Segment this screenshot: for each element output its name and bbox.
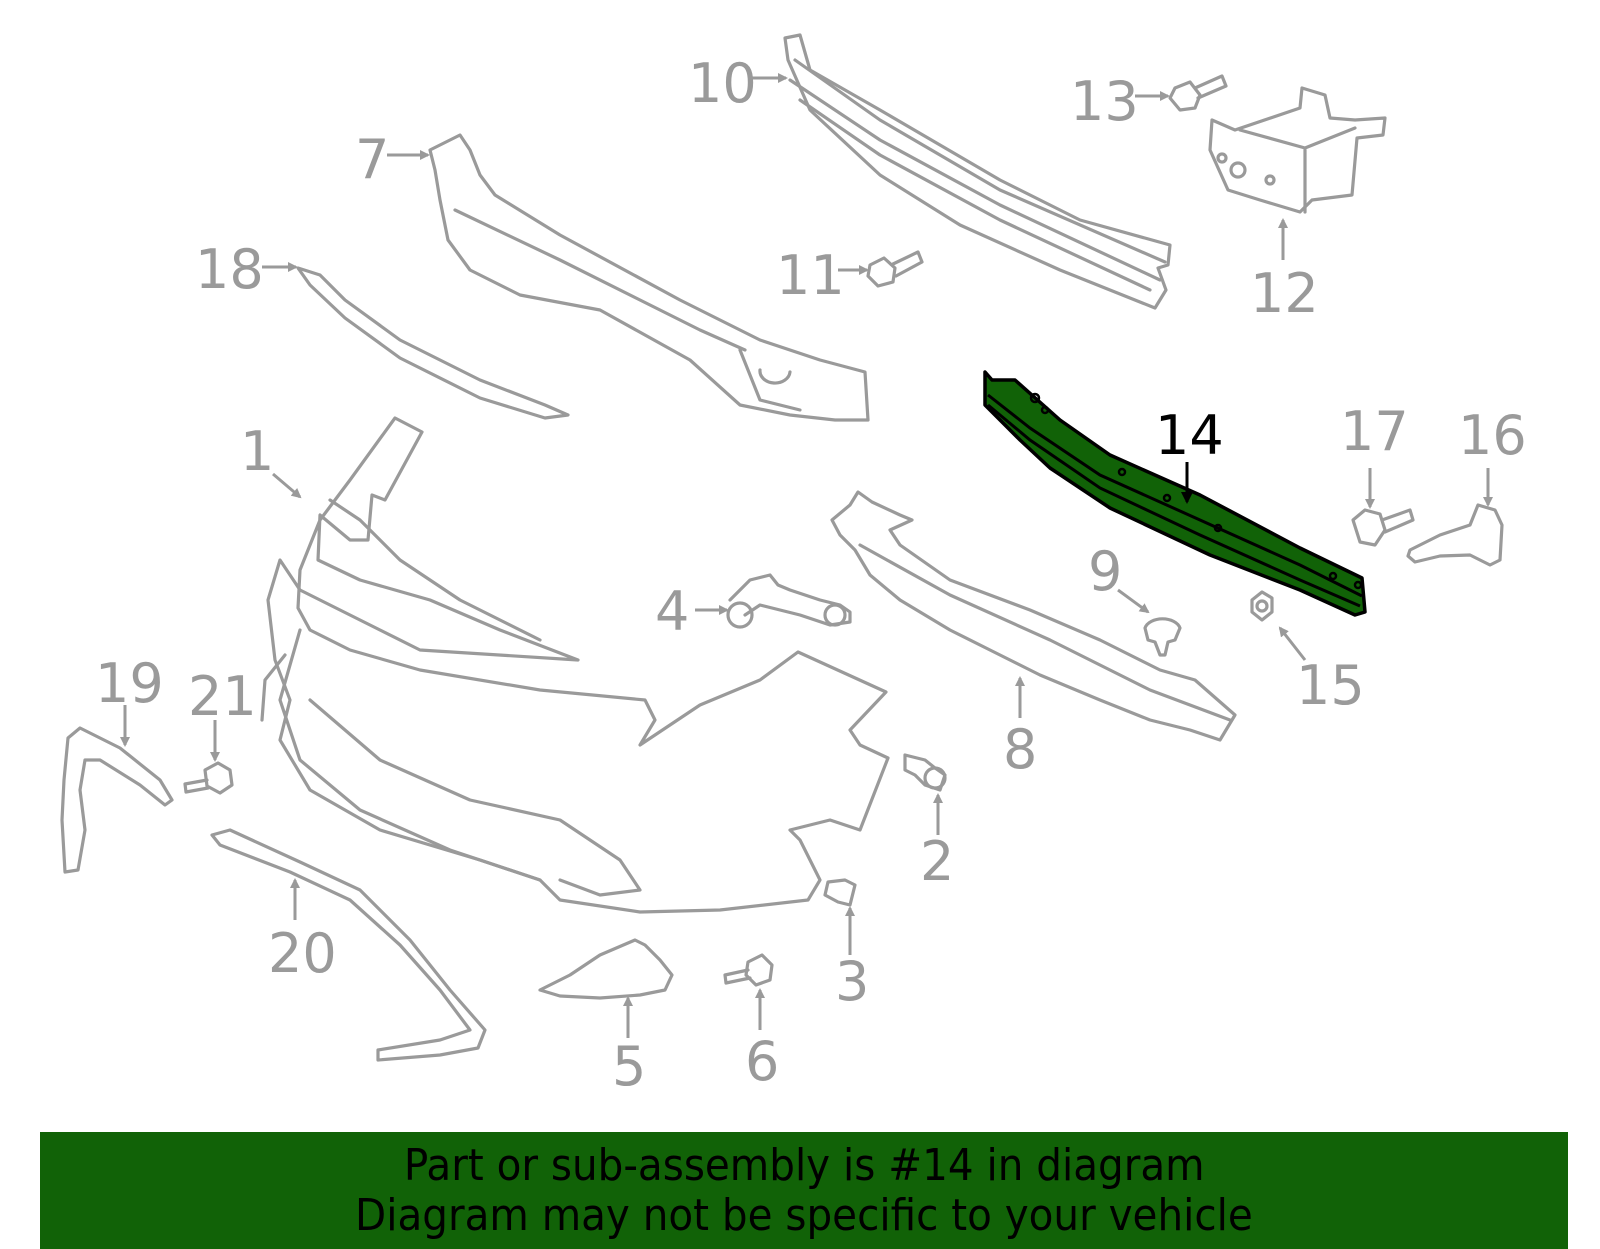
banner-line-part-number: Part or sub-assembly is #14 in diagram [403,1139,1205,1191]
part-9-push-clip [1143,617,1182,657]
part-19-side-bracket [60,726,174,874]
callout-5[interactable]: 5 [612,1035,646,1098]
part-4-sensor-bracket [726,573,852,629]
callout-labels: 1 2 3 4 5 6 7 8 9 10 11 12 13 14 15 16 1… [95,52,1527,1098]
callout-11[interactable]: 11 [776,244,845,307]
info-banner: Part or sub-assembly is #14 in diagram D… [40,1132,1568,1249]
callout-4[interactable]: 4 [655,580,689,643]
callout-15[interactable]: 15 [1296,654,1365,717]
callout-18[interactable]: 18 [195,238,264,301]
part-1-bumper-cover [260,416,890,914]
callout-12[interactable]: 12 [1250,262,1319,325]
callout-14-highlighted[interactable]: 14 [1155,404,1224,467]
part-10-bumper-reinforcement [783,33,1172,310]
part-11-bolt [866,250,924,288]
part-12-bracket [1208,86,1387,214]
part-7-energy-absorber [428,133,870,422]
callout-2[interactable]: 2 [920,830,954,893]
callout-17[interactable]: 17 [1340,400,1409,463]
callout-21[interactable]: 21 [188,665,257,728]
part-21-bolt [183,761,234,795]
callout-19[interactable]: 19 [95,652,164,715]
callout-16[interactable]: 16 [1458,404,1527,467]
callout-7[interactable]: 7 [355,128,389,191]
callout-6[interactable]: 6 [745,1030,779,1093]
part-14-impact-bar-highlighted[interactable] [983,370,1367,617]
part-8-lower-absorber [830,490,1237,742]
callout-8[interactable]: 8 [1003,718,1037,781]
callout-10[interactable]: 10 [688,52,757,115]
part-20-molding [210,828,487,1062]
callout-13[interactable]: 13 [1070,70,1139,133]
part-18-molding-strip [296,266,570,420]
part-13-bolt [1168,74,1228,112]
part-15-nut [1250,590,1274,622]
part-3-clip [823,878,857,907]
callout-20[interactable]: 20 [268,922,337,985]
part-17-bolt [1351,508,1415,547]
callout-9[interactable]: 9 [1088,540,1122,603]
callout-1[interactable]: 1 [240,420,274,483]
part-2-retainer [903,753,947,792]
callout-3[interactable]: 3 [835,950,869,1013]
part-16-bracket [1406,503,1504,567]
leader-arrows [120,73,1493,1038]
banner-line-disclaimer: Diagram may not be specific to your vehi… [355,1189,1253,1241]
part-6-bolt [723,953,774,987]
part-5-bracket [538,938,674,1000]
